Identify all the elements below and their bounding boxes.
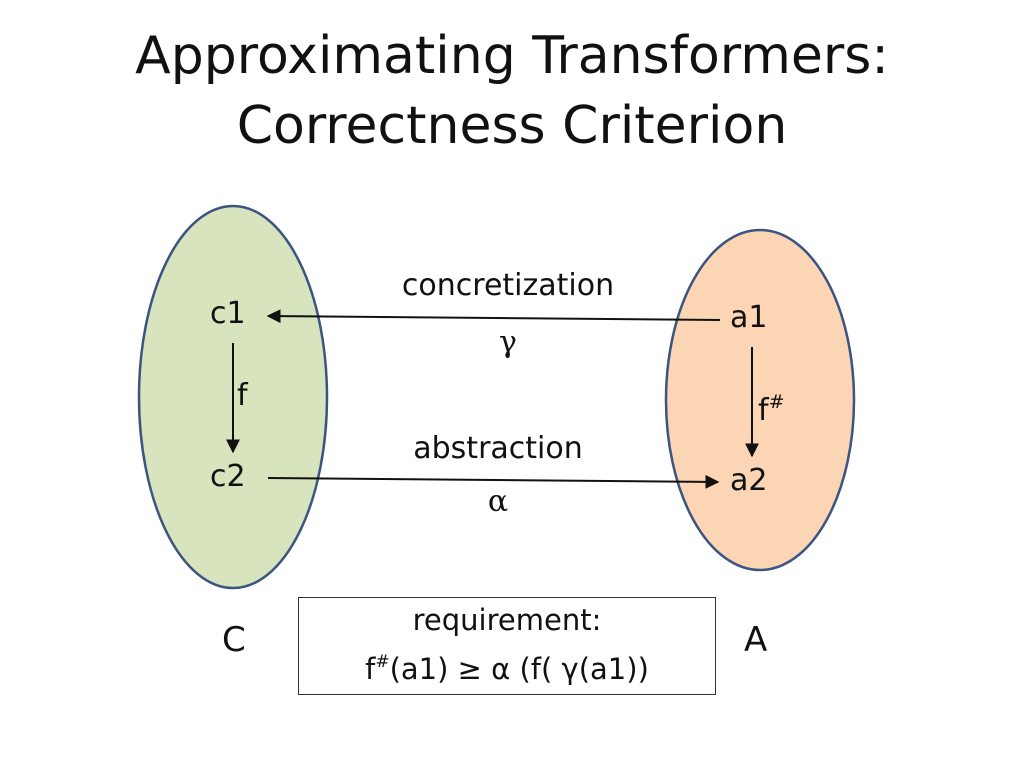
abstraction-label: abstraction [413,431,583,466]
slide-title-line-1: Approximating Transformers: [135,26,889,86]
concretization-arrow [266,309,721,324]
function-f-sharp-label: f# [758,384,784,429]
abstract-set-name: A [744,620,768,660]
element-c2: c2 [210,459,246,494]
requirement-formula-rest: (a1) ≥ α (f( γ(a1)) [389,652,649,686]
element-a1: a1 [730,300,768,335]
function-f-label: f [237,378,248,413]
requirement-heading: requirement: [412,603,602,637]
concrete-set-name: C [222,620,246,660]
requirement-box: requirement: f#(a1) ≥ α (f( γ(a1)) [298,597,716,695]
concretization-label: concretization [401,268,615,303]
function-f-sharp-sup: # [768,391,785,413]
requirement-formula: f#(a1) ≥ α (f( γ(a1)) [299,644,715,687]
slide-title-line-2: Correctness Criterion [236,96,788,156]
element-a2: a2 [730,463,768,498]
element-c1: c1 [210,296,246,331]
requirement-formula-f: f [365,652,376,686]
gamma-symbol: γ [499,325,517,360]
alpha-symbol: α [487,484,509,519]
function-f-sharp-base: f [758,393,769,428]
requirement-formula-sup: # [375,652,390,672]
abstraction-arrow [267,474,720,489]
